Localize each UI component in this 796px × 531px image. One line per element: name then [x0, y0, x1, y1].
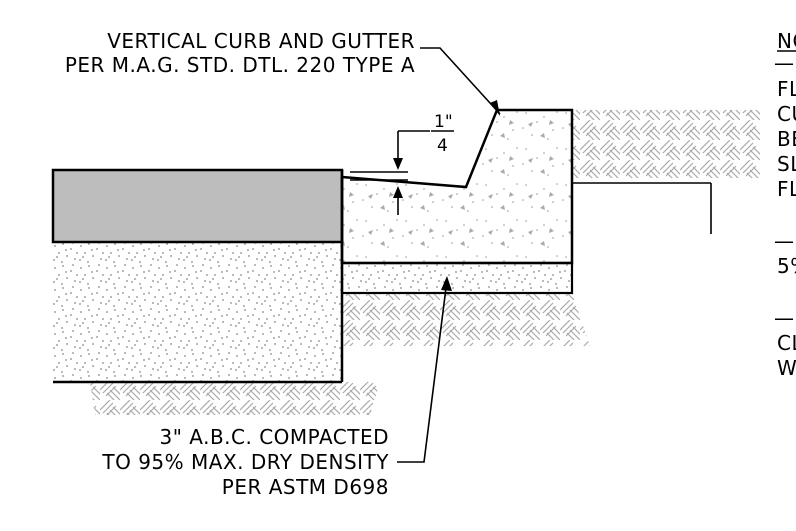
notes-line-4: BE: [777, 127, 796, 151]
notes-line-1: —: [774, 51, 795, 75]
curb-and-gutter: [340, 108, 574, 265]
asphalt-pavement: [51, 168, 344, 244]
notes-line-8: 5%: [777, 254, 796, 278]
curb-callout-line1: VERTICAL CURB AND GUTTER: [107, 29, 415, 53]
curb-callout-line2: PER M.A.G. STD. DTL. 220 TYPE A: [65, 53, 415, 77]
earth-hatch: [90, 110, 760, 415]
notes-line-7: —: [774, 229, 795, 253]
section-outlines: [53, 170, 712, 384]
notes-line-6: FL: [777, 177, 796, 201]
notes-title: NO: [777, 29, 796, 53]
abc-leader: [397, 276, 452, 463]
notes-line-5: SL: [777, 152, 796, 176]
notes-line-10: CL: [777, 331, 796, 355]
abc-callout-line1: 3" A.B.C. COMPACTED: [159, 425, 389, 449]
notes-column: NO — FL CU BE SL FL — 5% — CL WI: [774, 29, 796, 380]
dimension-numerator: 1": [434, 112, 453, 132]
notes-line-9: —: [774, 306, 795, 330]
quarter-inch-dimension: [350, 130, 454, 215]
notes-line-3: CU: [777, 102, 796, 126]
notes-line-2: FL: [777, 77, 796, 101]
abc-callout-line3: PER ASTM D698: [222, 475, 389, 499]
dimension-denominator: 4: [437, 136, 448, 156]
curb-leader: [420, 47, 501, 116]
abc-base-layer: [340, 261, 574, 295]
abc-callout-line2: TO 95% MAX. DRY DENSITY: [101, 450, 389, 474]
notes-line-11: WI: [777, 356, 796, 380]
pavement-base-aggregate: [53, 242, 342, 382]
